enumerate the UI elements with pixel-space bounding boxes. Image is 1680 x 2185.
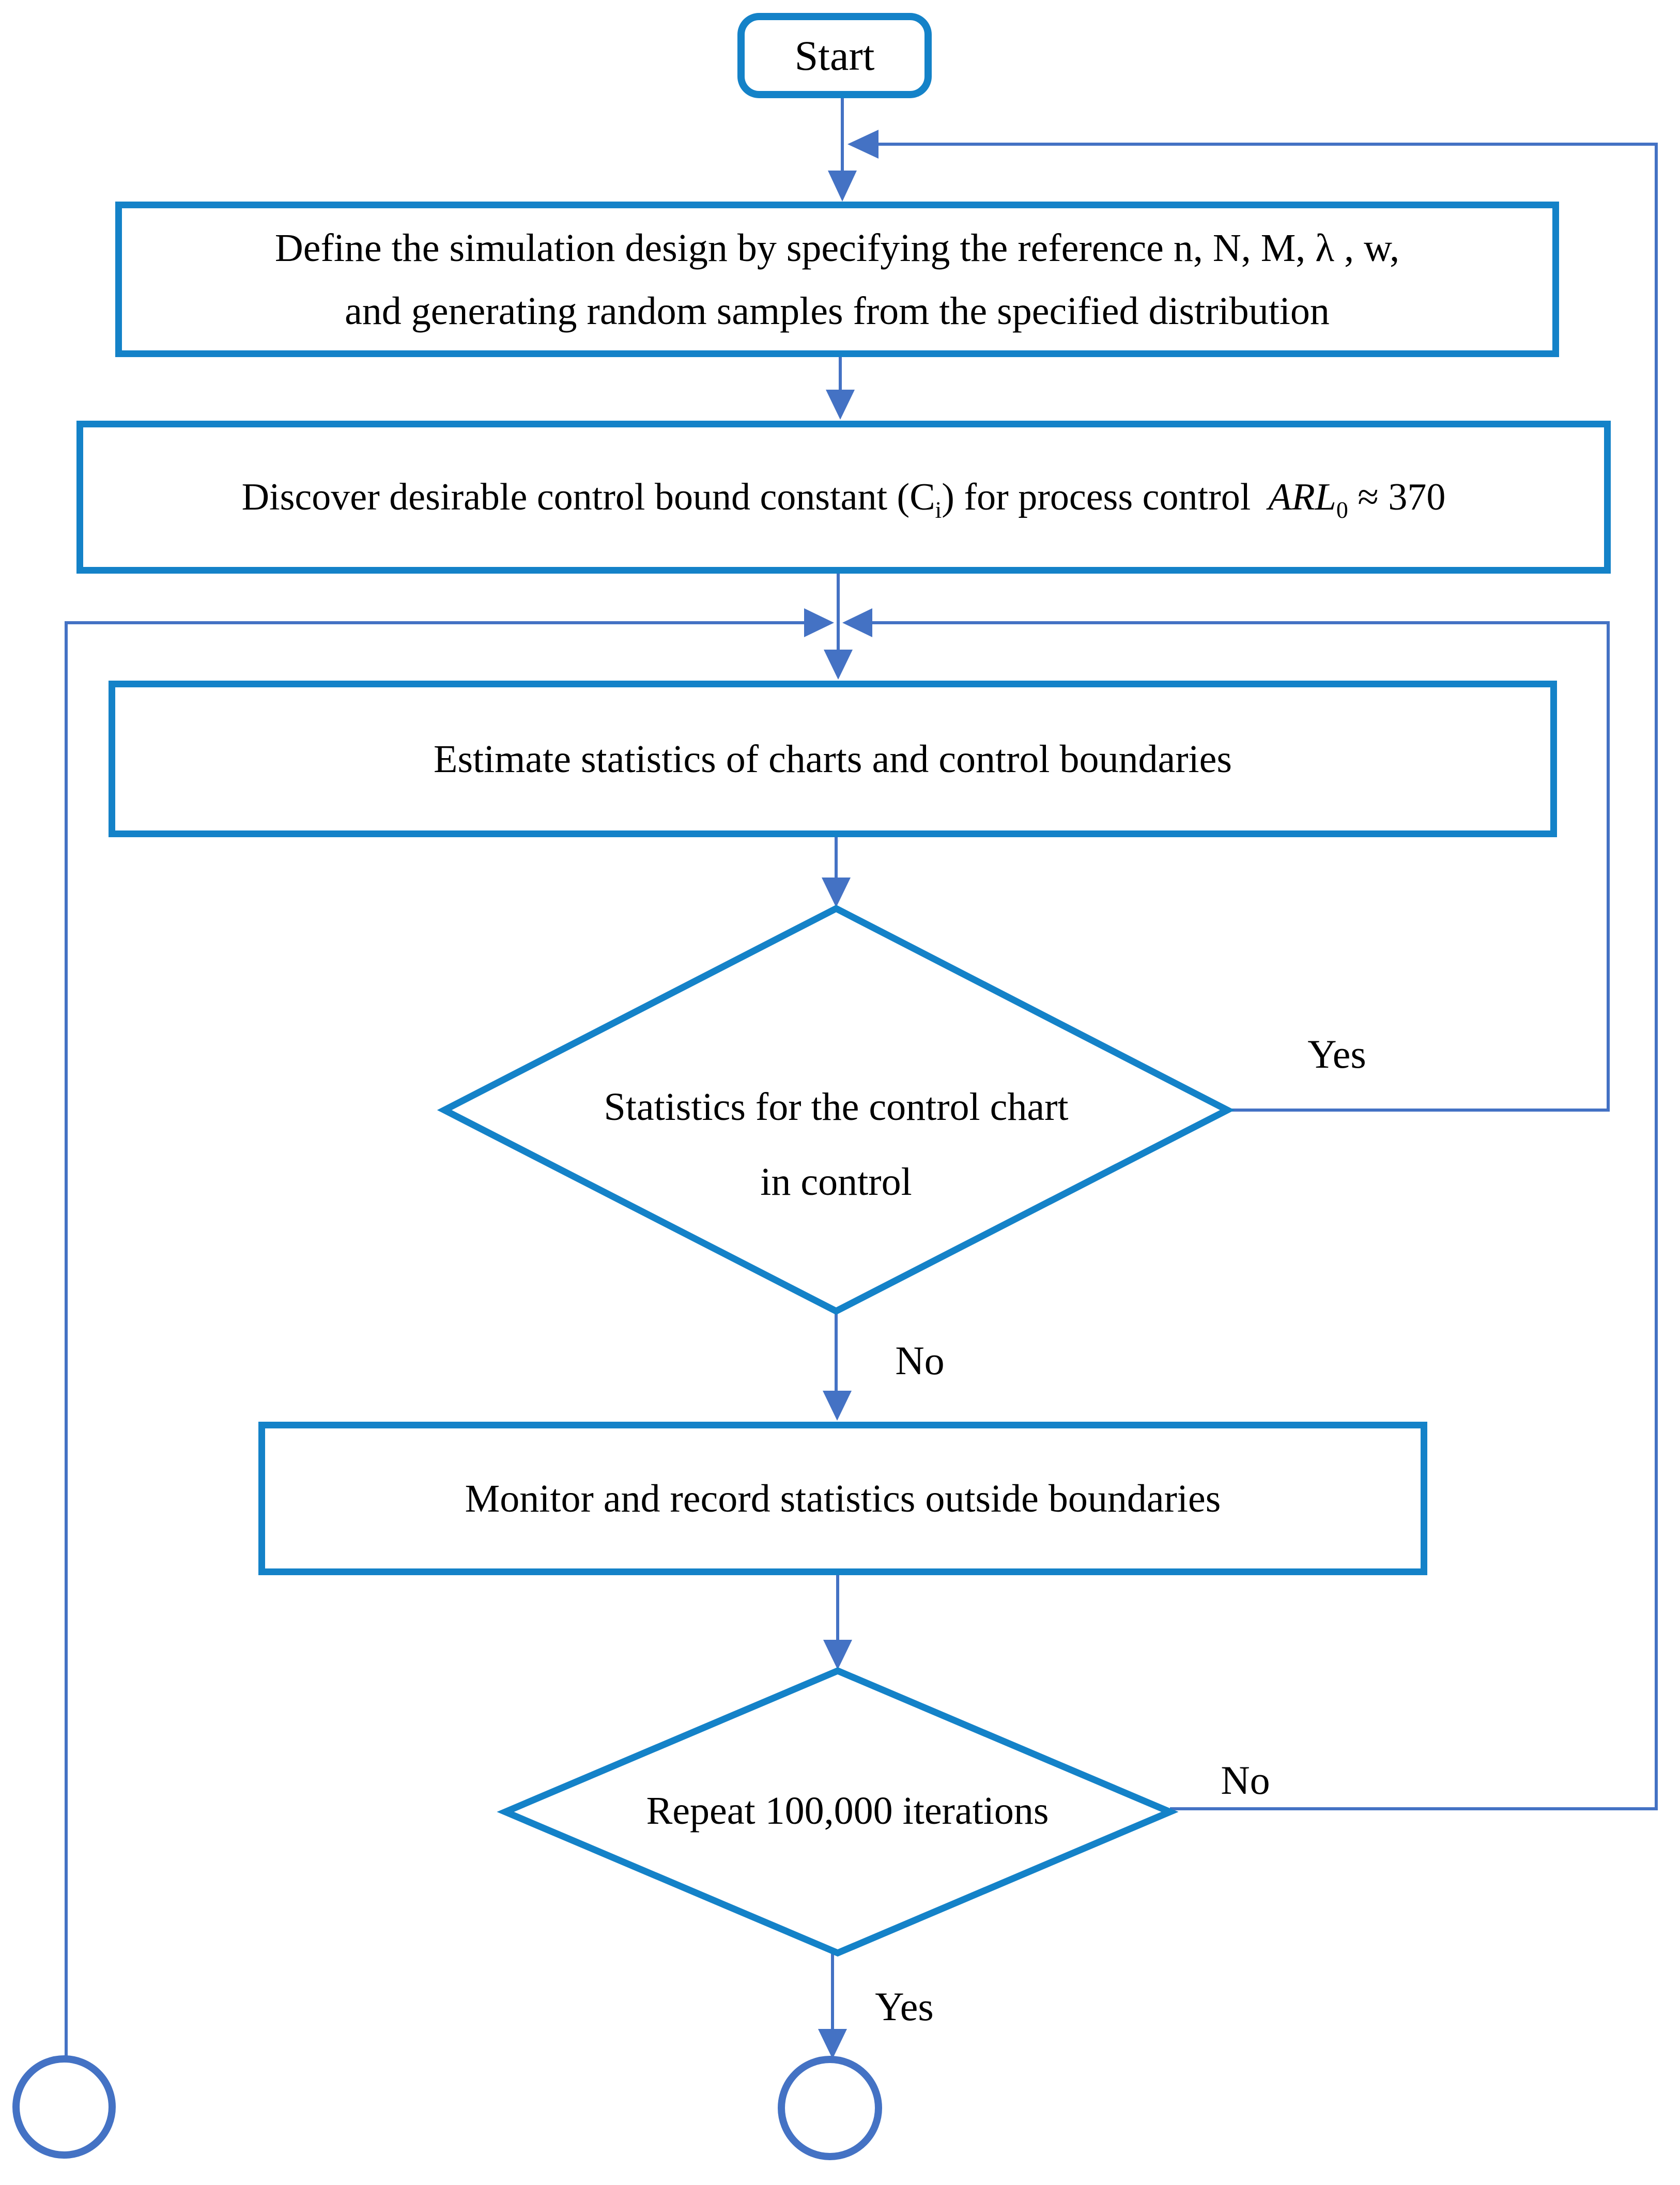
start-terminator: Start <box>737 13 932 98</box>
edge-in-control-yes-loop <box>871 621 1610 1112</box>
arrowhead-into-discover-icon <box>826 390 855 420</box>
repeat-text: Repeat 100,000 iterations <box>646 1789 1049 1833</box>
estimate-text: Estimate statistics of charts and contro… <box>434 737 1232 781</box>
label-in-control-no: No <box>895 1338 945 1383</box>
in-control-text-line2: in control <box>760 1160 912 1204</box>
label-repeat-no: No <box>1221 1758 1270 1803</box>
discover-text-part3: ≈ 370 <box>1348 476 1446 518</box>
process-estimate-box: Estimate statistics of charts and contro… <box>109 681 1557 837</box>
discover-sub-i: i <box>935 496 942 523</box>
monitor-text: Monitor and record statistics outside bo… <box>465 1476 1221 1520</box>
decision-in-control-diamond <box>437 904 1235 1315</box>
discover-arl: ARL <box>1268 476 1336 518</box>
arrowhead-into-repeat-icon <box>823 1640 852 1670</box>
label-repeat-yes: Yes <box>875 1984 934 2029</box>
connector-circle-left <box>12 2055 116 2159</box>
edge-left-rail-to-merge <box>65 621 805 2063</box>
discover-text-part1: Discover desirable control bound constan… <box>241 476 935 518</box>
edge-repeat-no-loop <box>855 143 1658 1810</box>
discover-sub-0: 0 <box>1336 496 1348 523</box>
discover-text-part2: ) for process control <box>942 476 1251 518</box>
arrowhead-into-estimate-icon <box>824 650 853 680</box>
connector-circle-end <box>778 2056 882 2160</box>
arrowhead-into-monitor-icon <box>823 1391 852 1421</box>
define-text-line1: Define the simulation design by specifyi… <box>274 226 1400 270</box>
in-control-text-line1: Statistics for the control chart <box>604 1085 1069 1129</box>
arrowhead-into-define-icon <box>828 171 857 202</box>
process-discover-box: Discover desirable control bound constan… <box>76 421 1611 574</box>
arrowhead-into-in-control-icon <box>822 878 851 907</box>
arrowhead-merge-from-left-icon <box>804 608 834 637</box>
label-in-control-yes: Yes <box>1307 1032 1366 1076</box>
define-text-line2: and generating random samples from the s… <box>345 289 1330 333</box>
arrowhead-into-end-circle-icon <box>818 2029 847 2059</box>
arrowhead-merge-from-right-icon <box>842 608 872 637</box>
process-define-box: Define the simulation design by specifyi… <box>115 202 1559 357</box>
process-monitor-box: Monitor and record statistics outside bo… <box>258 1422 1427 1575</box>
start-label: Start <box>794 32 875 79</box>
decision-repeat-diamond <box>497 1667 1179 1957</box>
arrowhead-return-top-icon <box>847 130 878 159</box>
